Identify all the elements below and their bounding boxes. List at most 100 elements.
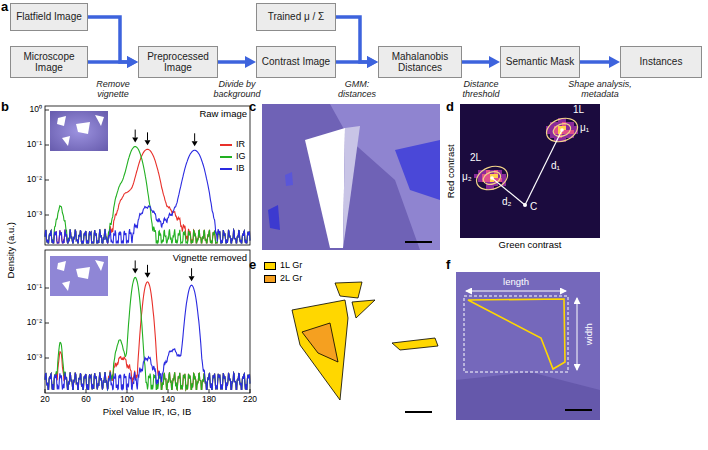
- figure-label: 140: [161, 395, 175, 404]
- figure-label: 180: [202, 395, 216, 404]
- figure-label: 10⁻¹: [27, 140, 42, 149]
- figure-label: 2L: [470, 152, 481, 163]
- legend-line: [220, 156, 232, 158]
- figure-label: Raw image: [199, 109, 247, 119]
- legend-swatch: [264, 275, 276, 283]
- box-text: Mahalanobis Distances: [383, 51, 457, 74]
- heat-cell: [566, 126, 570, 130]
- flow-arrow: [218, 60, 249, 64]
- micrograph: [262, 104, 440, 250]
- heat-cell: [502, 174, 506, 178]
- heat-cell: [486, 178, 490, 182]
- flow-arrow: [580, 60, 613, 64]
- box-label: Mahalanobis Distances: [383, 51, 457, 74]
- heat-cell: [554, 130, 558, 134]
- shape-analysis: [456, 272, 600, 420]
- figure-label: μ₁: [580, 122, 589, 133]
- panel-letter: d: [446, 100, 454, 114]
- peak-arrow-head: [145, 273, 151, 278]
- peak-arrow: [135, 260, 136, 268]
- figure-label: 60: [81, 395, 90, 404]
- flow-arrow: [88, 60, 131, 64]
- figure-label: Green contrast: [499, 240, 562, 250]
- edge-label: Divide by background: [206, 80, 268, 100]
- process-box: Semantic Mask: [500, 46, 580, 78]
- heat-cell: [486, 178, 490, 182]
- process-box: Trained μ / Σ: [256, 3, 336, 31]
- process-box: Contrast Image: [256, 46, 336, 78]
- figure-label: Density (a.u.): [6, 222, 16, 279]
- peak-arrow: [135, 130, 136, 138]
- heat-cell: [554, 130, 558, 134]
- figure-label: 10⁻¹: [27, 283, 42, 292]
- heat-cell: [486, 178, 490, 182]
- heat-cell: [566, 126, 570, 130]
- heat-cell: [554, 130, 558, 134]
- legend-line: [220, 168, 232, 170]
- histogram-curve: [45, 149, 250, 243]
- flow-arrow: [336, 60, 371, 64]
- heat-cell: [566, 126, 570, 130]
- edge-label: Shape analysis, metadata: [562, 80, 638, 100]
- heat-cell: [554, 130, 558, 134]
- flow-arrow: [336, 17, 371, 62]
- figure-label: d₁: [551, 160, 560, 171]
- heat-cell: [494, 174, 498, 178]
- heat-cell: [494, 174, 498, 178]
- figure-label: Pixel Value IR, IG, IB: [103, 407, 192, 417]
- flow-arrow: [462, 60, 493, 64]
- semantic-mask: [292, 282, 438, 412]
- box-label: Trained μ / Σ: [268, 11, 325, 23]
- peak-arrow-head: [132, 138, 138, 143]
- box-label: Instances: [640, 56, 683, 68]
- panel-letter: f: [446, 258, 450, 272]
- heat-cell: [486, 178, 490, 182]
- figure-label: 10⁰: [30, 105, 42, 114]
- edge-label: Remove vignette: [85, 80, 141, 100]
- contrast-heatmap: [460, 104, 600, 238]
- heat-cell: [566, 126, 570, 130]
- box-label: Contrast Image: [262, 56, 330, 68]
- peak-arrow: [147, 265, 148, 273]
- heat-cell: [478, 178, 482, 182]
- figure-label: 100: [120, 395, 134, 404]
- inset-images: [50, 111, 108, 296]
- heat-cell: [502, 174, 506, 178]
- figure-label: 10⁻³: [27, 210, 42, 219]
- figure-label: 10⁻²: [27, 318, 42, 327]
- heat-cell: [566, 126, 570, 130]
- box-label: Flatfield Image: [16, 11, 82, 23]
- figure-label: C: [530, 201, 537, 212]
- peak-arrow: [147, 132, 148, 140]
- legend-text: 2L Gr: [280, 274, 302, 284]
- figure-label: 1L: [573, 104, 584, 115]
- peak-arrow: [191, 268, 192, 276]
- figure-label: length: [503, 277, 529, 287]
- box-text: Flatfield Image: [16, 11, 82, 23]
- heat-cell: [554, 130, 558, 134]
- heat-cell: [494, 174, 498, 178]
- peak-arrow-head: [189, 276, 195, 281]
- histogram-curve: [45, 150, 250, 243]
- edge-label: Distance threshold: [451, 80, 511, 100]
- histogram-curve: [45, 285, 250, 389]
- legend-text: IG: [236, 152, 246, 162]
- box-text: Preprocessed Image: [143, 51, 213, 74]
- heat-cell: [566, 126, 570, 130]
- legend-line: [220, 144, 232, 146]
- legend-text: IB: [236, 164, 245, 174]
- legend-swatch: [264, 262, 276, 270]
- heat-cell: [570, 122, 574, 126]
- plot-frames: [45, 106, 250, 393]
- heat-cell: [494, 174, 498, 178]
- figure-label: 20: [40, 395, 49, 404]
- panel-letter: a: [1, 0, 8, 14]
- figure-label: width: [584, 323, 594, 345]
- histogram-curve: [45, 277, 250, 389]
- figure-label: 10⁻²: [27, 175, 42, 184]
- box-text: Contrast Image: [262, 56, 330, 68]
- panel-letter: c: [249, 100, 256, 114]
- process-box: Instances: [620, 46, 702, 78]
